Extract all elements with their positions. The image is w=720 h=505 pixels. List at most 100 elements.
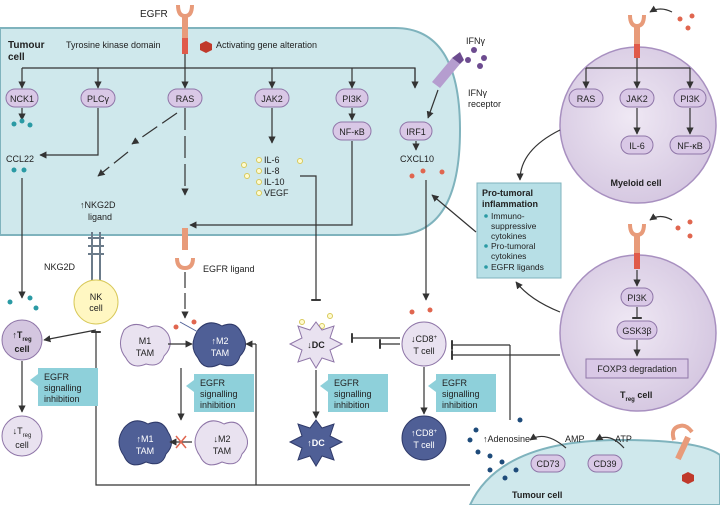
egfr-receptor-icon	[176, 4, 194, 54]
egfr-ligand-label: EGFR ligand	[203, 264, 255, 274]
svg-text:JAK2: JAK2	[261, 94, 283, 104]
svg-text:NF-κB: NF-κB	[677, 141, 703, 151]
nkg2d-label: NKG2D	[44, 262, 76, 272]
svg-text:VEGF: VEGF	[264, 188, 289, 198]
m1-tam-up-label-line2: TAM	[136, 446, 154, 456]
dc-up-label: ↑DC	[307, 438, 325, 448]
svg-text:cytokines: cytokines	[491, 231, 526, 241]
egfr-top-label: EGFR	[140, 9, 168, 20]
myeloid-node-pi3k: PI3K	[673, 88, 707, 108]
svg-text:IRF1: IRF1	[406, 127, 426, 137]
m2-tam-up-cell	[192, 322, 246, 368]
svg-text:PI3K: PI3K	[680, 94, 700, 104]
svg-text:EGFR: EGFR	[334, 378, 360, 388]
node-plcg: PLCγ	[80, 88, 116, 108]
cd39-node: CD39	[587, 454, 623, 473]
svg-text:CD73: CD73	[536, 459, 559, 469]
treg-down-label-line2: cell	[15, 440, 29, 450]
myeloid-output-il6: IL-6	[620, 135, 654, 155]
svg-text:signalling: signalling	[44, 383, 82, 393]
svg-text:PI3K: PI3K	[627, 293, 647, 303]
node-jak2: JAK2	[254, 88, 290, 108]
bottom-tumour-cell-membrane	[468, 438, 720, 505]
cd8-up-cell	[401, 415, 447, 461]
foxp3-degradation-box	[585, 358, 689, 379]
myeloid-output-nfkb: NF-κB	[669, 135, 711, 155]
nkg2d-ligand-label-line2: ligand	[88, 212, 112, 222]
nkg2d-receptor-icon	[88, 232, 104, 280]
myeloid-node-jak2: JAK2	[619, 88, 655, 108]
bottom-tumour-cell-label: Tumour cell	[512, 490, 562, 500]
cd8-down-label-line2: T cell	[413, 346, 434, 356]
ifng-receptor-label: IFNγ	[468, 88, 487, 98]
cd8-up-label: ↑CD8+	[411, 428, 438, 438]
svg-text:RAS: RAS	[176, 94, 195, 104]
svg-text:JAK2: JAK2	[626, 94, 648, 104]
m1-tam-cell	[120, 324, 171, 367]
adenosine-molecules	[467, 417, 523, 481]
svg-text:inhibition: inhibition	[442, 400, 478, 410]
m1-tam-up-cell	[118, 420, 172, 466]
svg-text:IL-10: IL-10	[264, 177, 285, 187]
treg-node-gsk3b: GSK3β	[616, 320, 658, 340]
svg-text:signalling: signalling	[334, 389, 372, 399]
svg-text:suppressive: suppressive	[491, 221, 537, 231]
svg-text:EGFR: EGFR	[442, 378, 468, 388]
egfr-inhibition-box-4: EGFR signalling inhibition	[428, 374, 496, 412]
egfr-inhibition-box-2: EGFR signalling inhibition	[186, 374, 254, 412]
svg-text:Pro-tumoral: Pro-tumoral	[491, 241, 536, 251]
ccl22-label: CCL22	[6, 154, 34, 164]
treg-receptor-icon	[628, 223, 646, 269]
node-irf1: IRF1	[399, 121, 433, 141]
activating-alteration-icon	[200, 41, 212, 53]
treg-node-pi3k: PI3K	[620, 287, 654, 307]
protumoral-title-line2: inflammation	[482, 199, 538, 209]
svg-text:IL-6: IL-6	[629, 141, 645, 151]
node-ras: RAS	[167, 88, 203, 108]
svg-text:inhibition: inhibition	[334, 400, 370, 410]
cytokine-list: IL-6 IL-8 IL-10 VEGF	[256, 155, 289, 198]
treg-up-label: ↑Treg	[12, 330, 32, 343]
svg-text:PI3K: PI3K	[342, 94, 362, 104]
nk-cell-label: NK	[90, 292, 103, 302]
svg-text:RAS: RAS	[577, 94, 596, 104]
dc-up-cell	[288, 419, 344, 467]
m2-tam-down-label-line2: TAM	[213, 446, 231, 456]
activating-alteration-label: Activating gene alteration	[216, 40, 317, 50]
dc-down-cell	[288, 321, 344, 369]
svg-text:cytokines: cytokines	[491, 251, 526, 261]
egfr-inhibition-box-3: EGFR signalling inhibition	[320, 374, 388, 412]
ifng-receptor-label-line2: receptor	[468, 99, 501, 109]
myeloid-receptor-icon	[628, 14, 646, 58]
svg-text:PLCγ: PLCγ	[87, 94, 110, 104]
svg-text:IL-6: IL-6	[264, 155, 280, 165]
adenosine-label: ↑Adenosine	[483, 434, 530, 444]
m1-tam-label: M1	[139, 336, 152, 346]
cd73-node: CD73	[530, 454, 566, 473]
tumour-cell-title: Tumour	[8, 40, 45, 51]
cxcl10-label: CXCL10	[400, 154, 434, 164]
m2-tam-up-label-line2: TAM	[211, 348, 229, 358]
nk-cell-label-line2: cell	[89, 303, 103, 313]
svg-text:CD39: CD39	[593, 459, 616, 469]
ifng-receptor-icon	[432, 52, 464, 88]
svg-text:EGFR: EGFR	[200, 378, 226, 388]
m1-tam-label-line2: TAM	[136, 348, 154, 358]
nkg2d-ligand-label: ↑NKG2D	[80, 200, 116, 210]
protumoral-items: Immuno- suppressive cytokines Pro-tumora…	[484, 211, 544, 272]
node-nck1: NCK1	[5, 88, 39, 108]
ifng-label: IFNγ	[466, 36, 485, 46]
m2-tam-up-label: ↑M2	[211, 336, 228, 346]
tumour-cell-title-line2: cell	[8, 52, 25, 63]
m1-tam-up-label: ↑M1	[136, 434, 153, 444]
svg-text:IL-8: IL-8	[264, 166, 280, 176]
svg-text:inhibition: inhibition	[200, 400, 236, 410]
amp-label: AMP	[565, 434, 585, 444]
svg-text:EGFR ligands: EGFR ligands	[491, 262, 544, 272]
svg-text:GSK3β: GSK3β	[622, 326, 651, 336]
treg-down-cell	[1, 415, 43, 457]
dc-down-label: ↓DC	[307, 340, 325, 350]
blocked-x-icon	[175, 435, 187, 449]
foxp3-degradation-label: FOXP3 degradation	[597, 364, 677, 374]
